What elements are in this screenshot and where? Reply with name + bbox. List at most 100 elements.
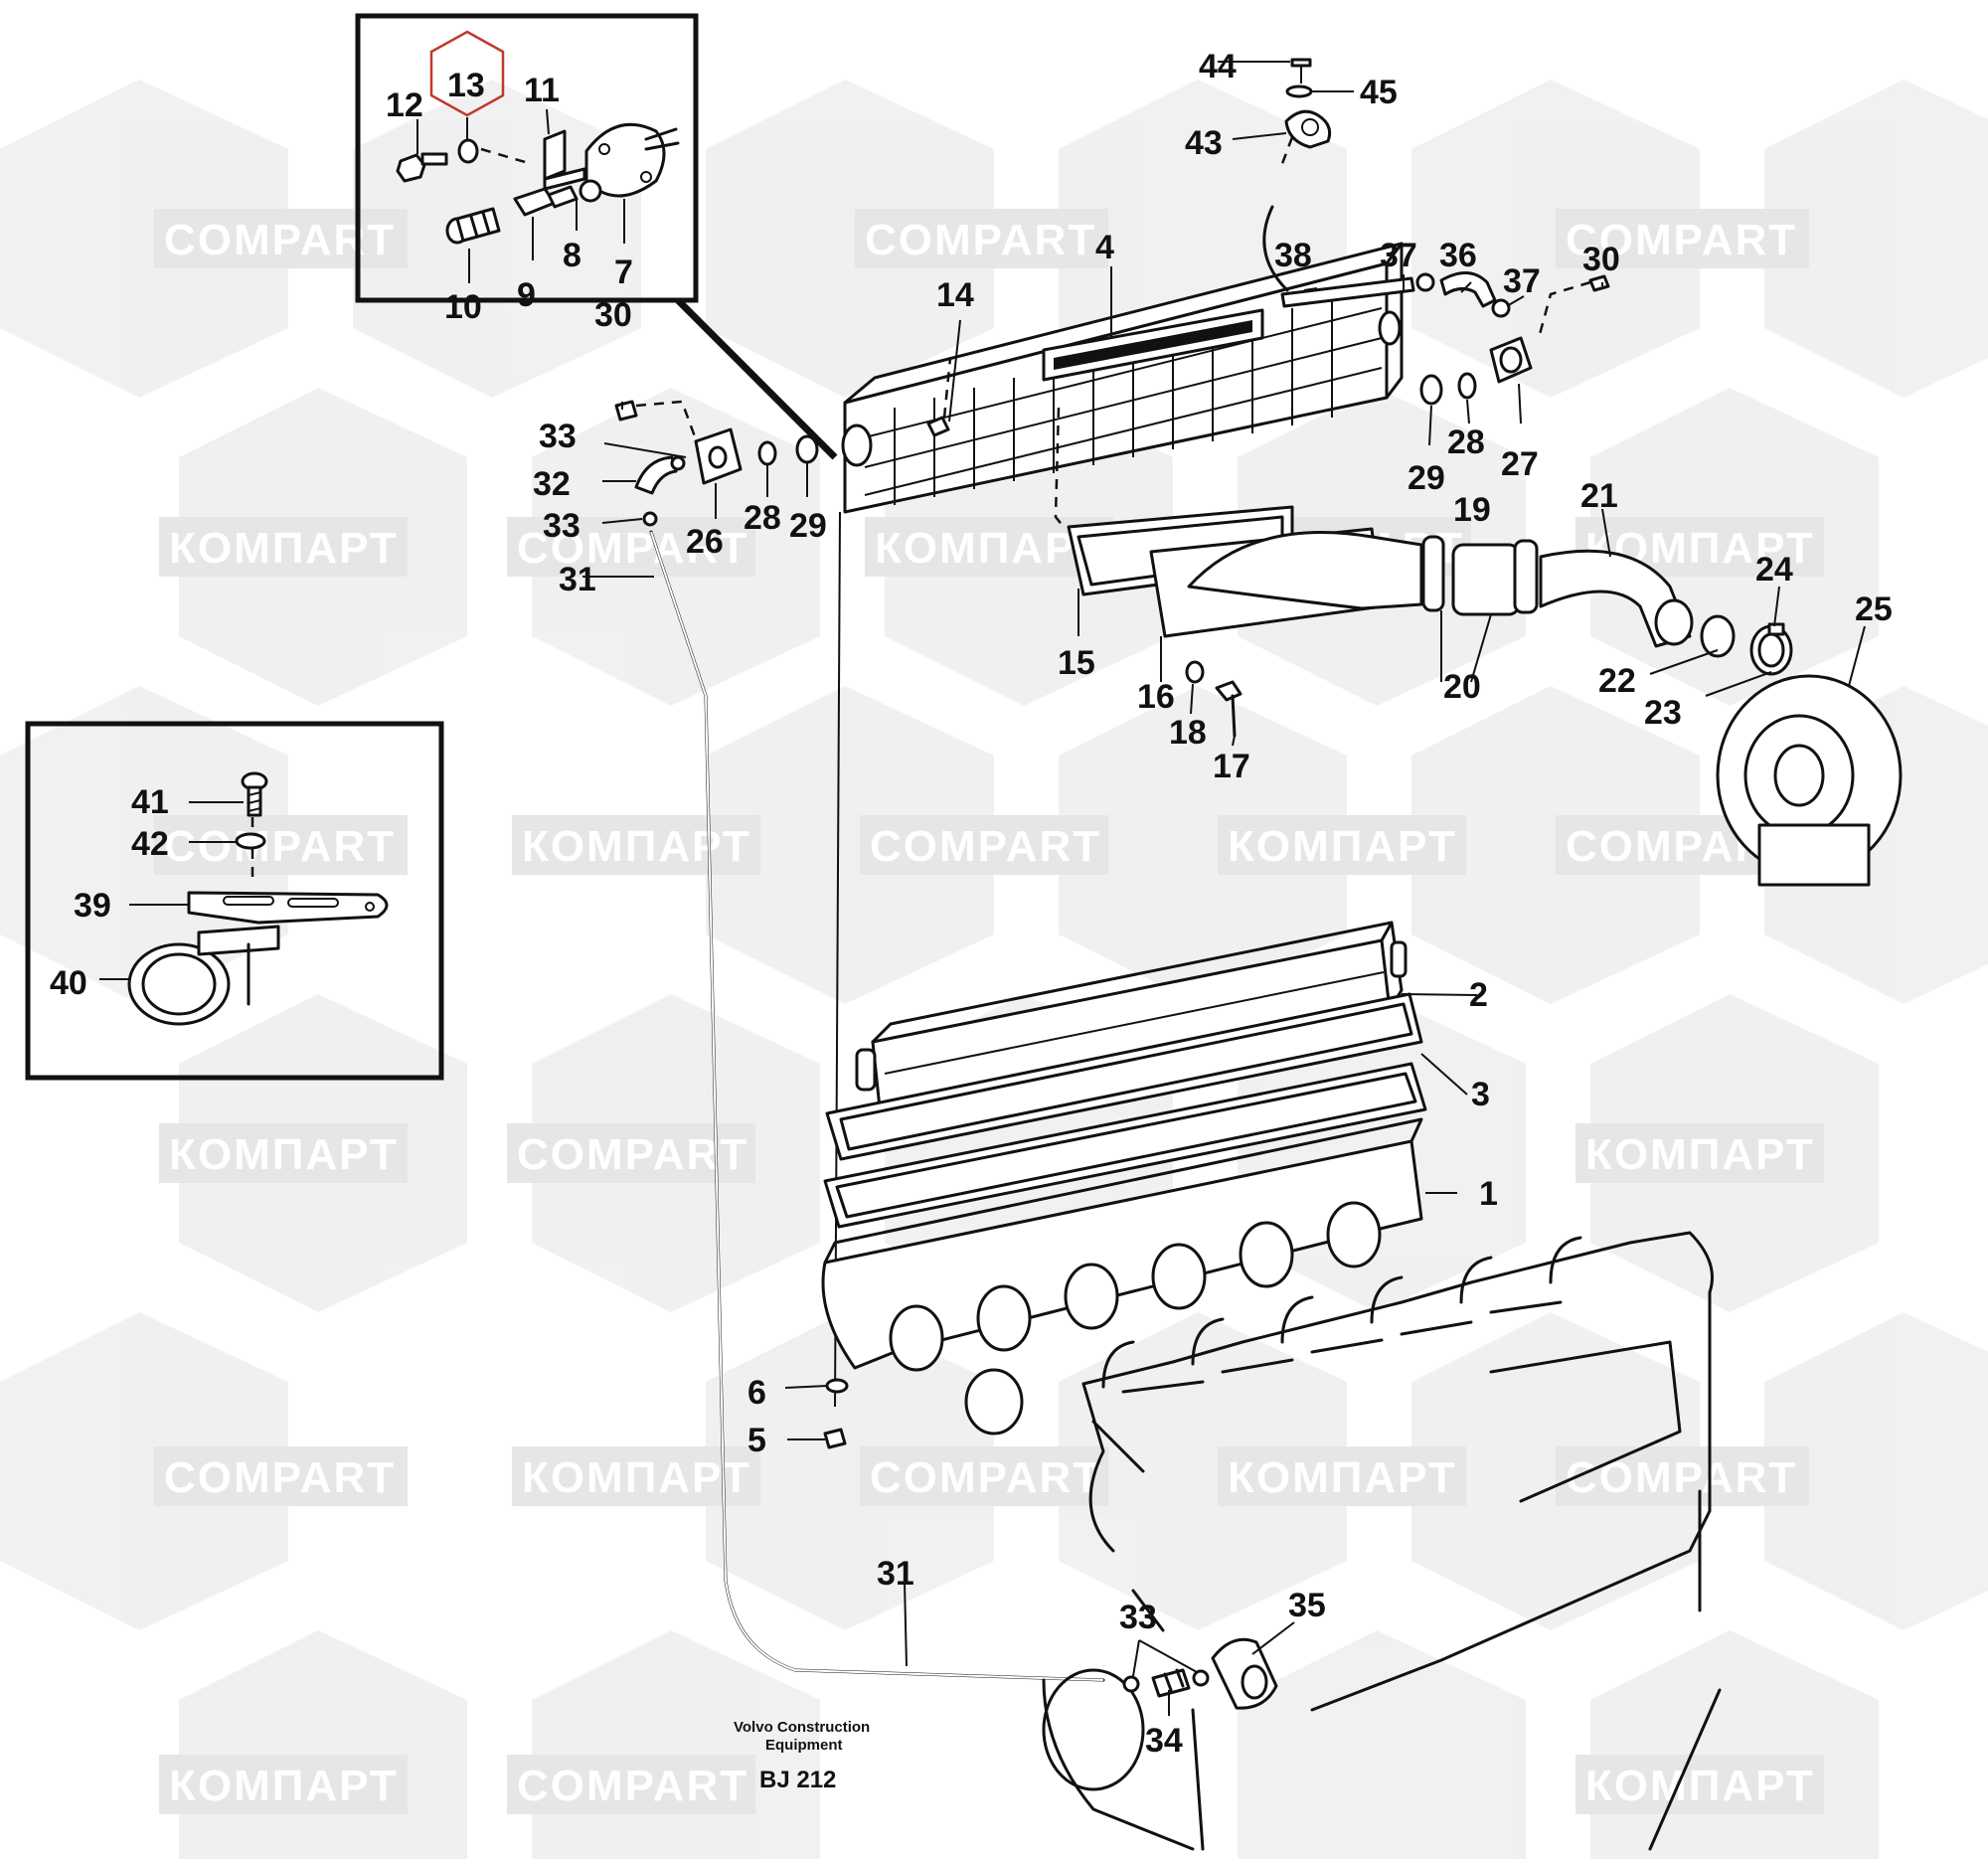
label-43[interactable]: 43 (1185, 124, 1223, 162)
hose-36[interactable] (1439, 271, 1497, 308)
clip-37a-icon[interactable] (1415, 272, 1435, 292)
label-35[interactable]: 35 (1288, 1587, 1326, 1624)
label-44[interactable]: 44 (1199, 48, 1237, 85)
label-18[interactable]: 18 (1169, 714, 1207, 752)
label-22[interactable]: 22 (1598, 662, 1636, 700)
flange-27-icon[interactable] (1489, 336, 1533, 384)
label-39[interactable]: 39 (74, 887, 111, 925)
clip-37b-icon[interactable] (1491, 298, 1511, 318)
label-45[interactable]: 45 (1360, 74, 1398, 111)
highlight-hexagon[interactable] (429, 30, 505, 117)
bolt-5-icon[interactable] (823, 1428, 847, 1449)
label-33[interactable]: 33 (1119, 1599, 1157, 1636)
fitting-10-icon[interactable] (445, 207, 501, 245)
bolt-30-right-icon[interactable] (1537, 274, 1610, 339)
turbocharger-25[interactable] (1716, 674, 1903, 887)
oring-29-left-icon[interactable] (795, 434, 819, 464)
washer-13-icon[interactable] (457, 138, 479, 164)
label-37[interactable]: 37 (1380, 237, 1417, 274)
breather-pipe-38[interactable] (1262, 205, 1415, 308)
bolt-14-icon[interactable] (926, 357, 952, 437)
seal-8-icon[interactable] (579, 179, 602, 203)
connector-pipe-19[interactable] (1421, 535, 1539, 616)
label-29[interactable]: 29 (789, 507, 827, 545)
flange-7-icon[interactable] (584, 122, 680, 198)
washer-6-icon[interactable] (825, 1378, 849, 1394)
filter-35-icon[interactable] (1211, 1637, 1278, 1710)
svg-text:КОМПАРТ: КОМПАРТ (875, 524, 1104, 573)
label-19[interactable]: 19 (1453, 491, 1491, 529)
label-24[interactable]: 24 (1755, 551, 1793, 589)
flange-26-icon[interactable] (694, 427, 743, 485)
label-38[interactable]: 38 (1274, 237, 1312, 274)
label-40[interactable]: 40 (50, 964, 87, 1002)
label-12[interactable]: 12 (386, 86, 423, 124)
label-14[interactable]: 14 (936, 276, 974, 314)
bolt-44-icon[interactable] (1290, 58, 1312, 84)
oring-22-icon[interactable] (1700, 614, 1736, 658)
label-31[interactable]: 31 (559, 561, 596, 598)
intake-manifold-4[interactable] (841, 242, 1404, 514)
label-16[interactable]: 16 (1137, 678, 1175, 716)
label-31[interactable]: 31 (877, 1555, 914, 1593)
elbow-32-icon[interactable] (634, 455, 686, 495)
clip-33-bottom-b-icon[interactable] (1192, 1669, 1210, 1687)
label-33[interactable]: 33 (543, 507, 580, 545)
label-34[interactable]: 34 (1145, 1722, 1183, 1760)
label-33[interactable]: 33 (539, 418, 577, 455)
label-27[interactable]: 27 (1501, 445, 1539, 483)
oring-28-right-icon[interactable] (1457, 372, 1477, 400)
label-7[interactable]: 7 (614, 254, 633, 291)
label-29[interactable]: 29 (1408, 459, 1445, 497)
oil-pipe-31[interactable] (649, 530, 1105, 1682)
bracket-11-icon[interactable] (543, 129, 586, 191)
oring-29-right-icon[interactable] (1419, 374, 1443, 406)
label-28[interactable]: 28 (744, 499, 781, 537)
gasket-16-adapter[interactable] (1149, 527, 1423, 638)
label-26[interactable]: 26 (686, 523, 724, 561)
label-37[interactable]: 37 (1503, 262, 1541, 300)
clip-33-top-icon[interactable] (642, 511, 658, 527)
label-23[interactable]: 23 (1644, 694, 1682, 732)
washer-45-icon[interactable] (1285, 84, 1313, 98)
label-41[interactable]: 41 (131, 783, 169, 821)
label-17[interactable]: 17 (1213, 748, 1250, 785)
label-10[interactable]: 10 (444, 288, 482, 326)
gasket-3[interactable] (825, 992, 1423, 1161)
label-21[interactable]: 21 (1580, 477, 1618, 515)
label-15[interactable]: 15 (1058, 644, 1095, 682)
label-5[interactable]: 5 (747, 1422, 766, 1459)
label-9[interactable]: 9 (517, 276, 536, 314)
label-30[interactable]: 30 (1582, 241, 1620, 278)
label-2[interactable]: 2 (1469, 976, 1488, 1014)
label-28[interactable]: 28 (1447, 423, 1485, 461)
svg-text:КОМПАРТ: КОМПАРТ (522, 1453, 751, 1502)
label-4[interactable]: 4 (1095, 229, 1114, 266)
label-11[interactable]: 11 (524, 72, 560, 109)
washer-18-icon[interactable] (1185, 660, 1205, 684)
bracket-43-icon[interactable] (1284, 109, 1332, 149)
label-3[interactable]: 3 (1471, 1076, 1490, 1113)
label-32[interactable]: 32 (533, 465, 571, 503)
label-42[interactable]: 42 (131, 825, 169, 863)
bolt-17-icon[interactable] (1215, 680, 1242, 738)
label-25[interactable]: 25 (1855, 591, 1893, 628)
label-1[interactable]: 1 (1479, 1175, 1498, 1213)
label-30[interactable]: 30 (594, 296, 632, 334)
label-20[interactable]: 20 (1443, 668, 1481, 706)
intake-manifold-lower-1[interactable] (821, 1117, 1423, 1436)
hose-21[interactable] (1539, 549, 1694, 648)
clamp-40-icon[interactable] (127, 925, 280, 1026)
clip-33-bottom-a-icon[interactable] (1122, 1675, 1140, 1693)
label-8[interactable]: 8 (563, 237, 581, 274)
bolt-12-icon[interactable] (396, 152, 448, 183)
adapter-34-icon[interactable] (1151, 1668, 1191, 1698)
washer-42-icon[interactable] (235, 832, 266, 850)
clamp-24-icon[interactable] (1749, 622, 1793, 676)
bracket-39-icon[interactable] (187, 891, 389, 925)
screw-41-icon[interactable] (241, 771, 268, 817)
label-6[interactable]: 6 (747, 1374, 766, 1412)
oring-28-left-icon[interactable] (757, 440, 777, 466)
label-36[interactable]: 36 (1439, 237, 1477, 274)
label-13[interactable]: 13 (447, 67, 485, 104)
